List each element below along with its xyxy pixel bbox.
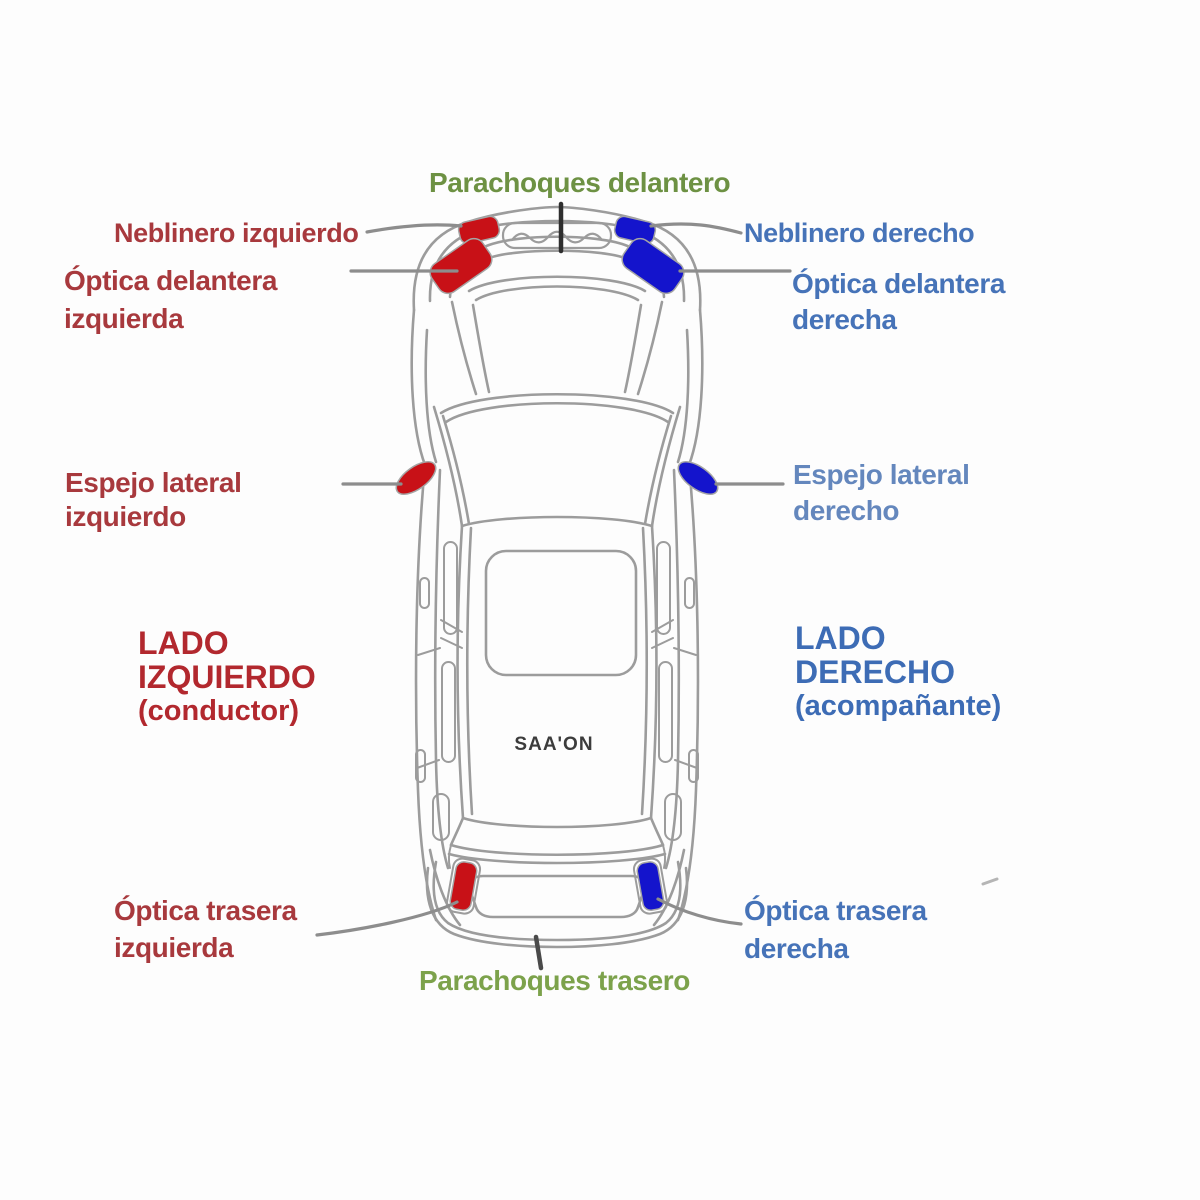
rear-bumper-outline [425, 848, 689, 949]
scan-artifact-mark [981, 877, 999, 886]
hood-lines [450, 300, 664, 396]
label-parachoques-trasero: Parachoques trasero [419, 965, 690, 996]
label-neblinero-derecho: Neblinero derecho [744, 218, 975, 248]
label-espejo-lateral-derecho: Espejo lateral derecho [793, 459, 970, 526]
leader-optica-trasera-derecha [656, 897, 743, 926]
label-optica-delantera-izquierda: Óptica delantera izquierda [64, 265, 278, 334]
rear-window-outline [432, 793, 682, 865]
leader-neblinero-derecho [649, 222, 743, 235]
brand-watermark: SAA'ON [514, 734, 593, 755]
front-fenders [410, 308, 704, 467]
left-mirror-shape [395, 461, 437, 495]
label-optica-delantera-derecha: Óptica delantera derecha [792, 268, 1006, 335]
right-mirror-shape [677, 461, 719, 495]
label-parachoques-delantero: Parachoques delantero [429, 167, 731, 198]
label-neblinero-izquierdo: Neblinero izquierdo [114, 218, 359, 248]
body-side-right [640, 463, 700, 922]
label-espejo-lateral-izquierdo: Espejo lateral izquierdo [65, 467, 242, 532]
front-grille-detail [501, 221, 613, 250]
label-optica-trasera-derecha: Óptica trasera derecha [744, 895, 927, 964]
left-tail-light-shape [449, 861, 478, 912]
right-headlight-shape [621, 237, 685, 295]
label-lado-derecho: LADO DERECHO (acompañante) [795, 620, 1002, 722]
windshield-outline [432, 392, 682, 528]
leader-parachoques-trasero [533, 934, 544, 971]
body-side-left [414, 463, 474, 922]
leader-optica-trasera-izquierda [315, 900, 459, 937]
left-headlight-shape [429, 237, 493, 295]
sunroof-outline [484, 549, 638, 677]
label-lado-izquierdo: LADO IZQUIERDO (conductor) [138, 625, 316, 727]
leader-neblinero-izquierdo [365, 223, 463, 234]
label-optica-trasera-izquierda: Óptica trasera izquierda [114, 895, 297, 963]
